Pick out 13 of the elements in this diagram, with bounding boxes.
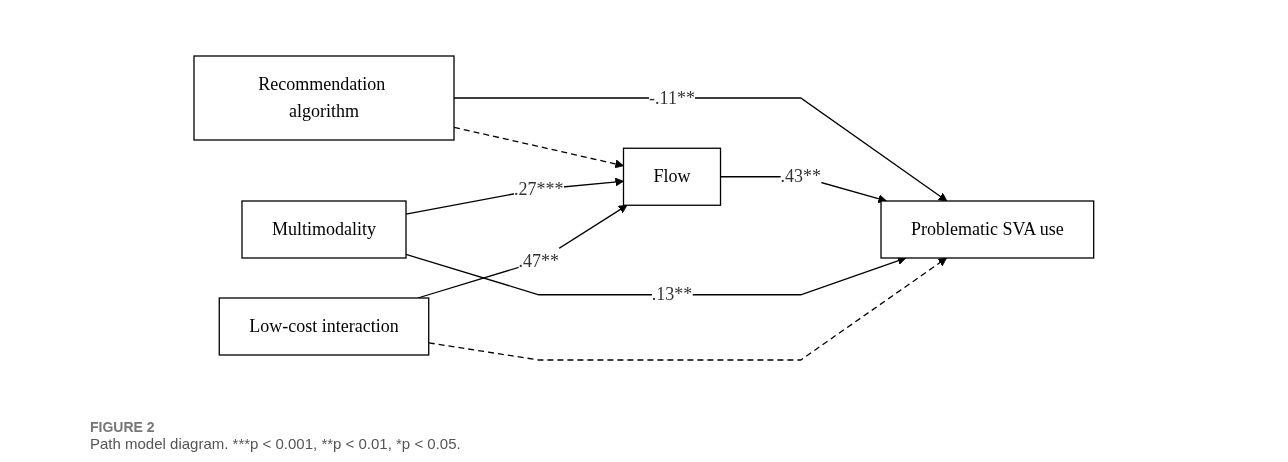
figure-number: FIGURE 2 <box>90 419 156 435</box>
node-box: Problematic SVA use <box>880 199 1095 259</box>
node-box: Flow <box>623 147 722 206</box>
arrow <box>428 257 948 361</box>
node-box: Recommendation algorithm <box>193 54 455 141</box>
caption: Path model diagram. ***p < 0.001, **p < 0.01, *p < 0.05. <box>90 435 462 452</box>
edge-label: -.11** <box>649 87 696 107</box>
edge-label: .47** <box>518 250 560 271</box>
edge-label: .13** <box>651 283 693 304</box>
edge-label: .27*** <box>514 178 564 199</box>
node-box: Low-cost interaction <box>218 296 430 356</box>
node-box: Multimodality <box>241 199 407 259</box>
edge-label: .43** <box>780 165 822 186</box>
